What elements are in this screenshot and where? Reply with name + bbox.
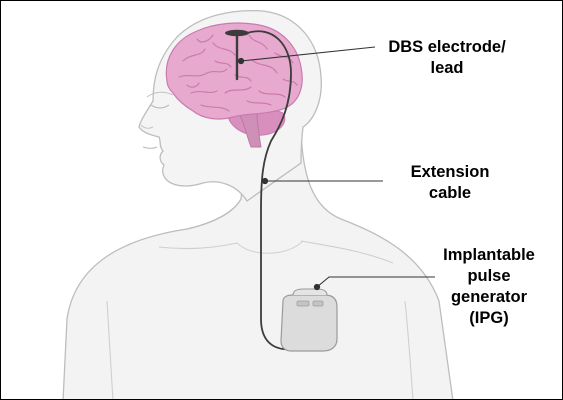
leader-ipg-dot (313, 283, 321, 291)
eye-closed (150, 104, 170, 109)
collarbone-left (158, 242, 238, 250)
ipg-device (280, 288, 338, 352)
extension-cable (246, 30, 330, 351)
leader-dbs-dot (237, 57, 245, 65)
eyebrow (146, 91, 174, 98)
collarbone-right (300, 240, 394, 264)
brainstem (238, 112, 262, 148)
arm-crease-left (106, 300, 114, 399)
label-ext-line-2: cable (428, 184, 472, 202)
neck-line (236, 240, 304, 254)
leader-ext-dot (261, 177, 269, 185)
label-ipg-line-2: pulse (467, 267, 511, 285)
leader-ipg (316, 276, 435, 288)
label-ipg: Implantable pulse generator (IPG) (425, 245, 553, 329)
label-ipg-line-4: (IPG) (469, 309, 509, 327)
label-ipg-line-1: Implantable (443, 246, 535, 264)
arm-crease-right (404, 300, 414, 399)
label-dbs-electrode: DBS electrode/ lead (373, 37, 521, 79)
leader-lines (237, 46, 435, 291)
mouth-line (142, 146, 158, 149)
label-ipg-line-3: generator (450, 288, 528, 306)
label-extension-cable: Extension cable (391, 162, 509, 204)
label-dbs-line-2: lead (430, 59, 464, 77)
nostril (140, 124, 154, 129)
brain (165, 22, 303, 120)
leader-dbs (240, 46, 376, 62)
label-dbs-line-1: DBS electrode/ (388, 38, 506, 56)
label-ext-line-1: Extension (410, 163, 490, 181)
brain-folds (178, 34, 298, 112)
